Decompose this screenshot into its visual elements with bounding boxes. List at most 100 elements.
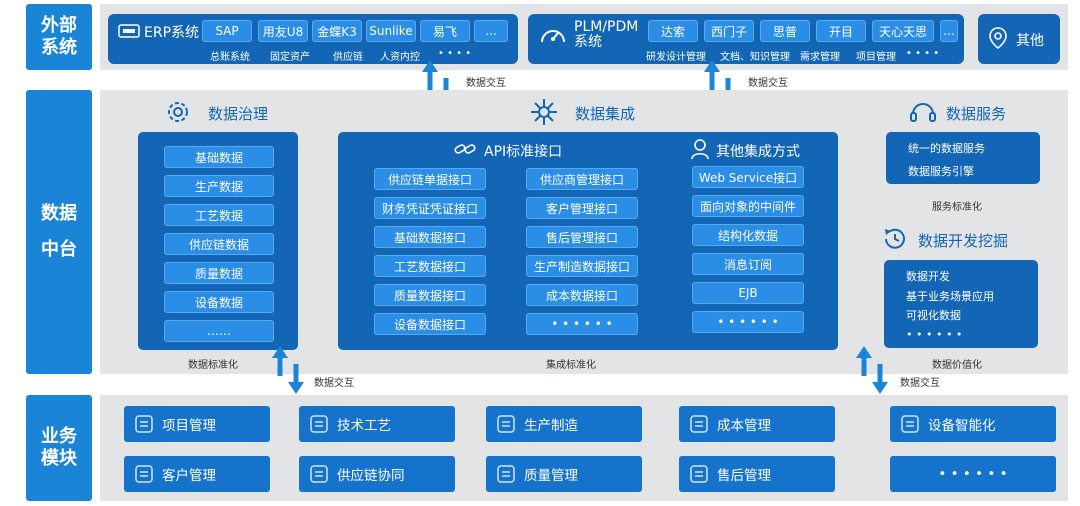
governance-item-6[interactable]: …… (164, 320, 274, 342)
mining-item-3: • • • • • • (906, 328, 963, 341)
computer-icon (118, 24, 140, 38)
erp-title: ERP系统 (144, 25, 200, 41)
history-clock-icon (885, 228, 905, 249)
erp-sub-0: 总账系统 (210, 52, 250, 63)
people-icon (134, 464, 162, 484)
module-row2-1[interactable]: 供应链协同 (299, 456, 455, 492)
module-row2-3[interactable]: 售后管理 (679, 456, 835, 492)
plm-chip-4[interactable]: 天心天思 (872, 20, 934, 42)
api-left-item-4[interactable]: 质量数据接口 (374, 284, 486, 306)
governance-item-1[interactable]: 生产数据 (164, 175, 274, 197)
other-integration-item-0[interactable]: Web Service接口 (692, 166, 804, 188)
api-left-item-2[interactable]: 基础数据接口 (374, 226, 486, 248)
exchange-label-4: 数据交互 (900, 378, 940, 389)
plm-sub-4: • • • • (906, 48, 940, 59)
mining-item-2: 可视化数据 (906, 309, 961, 322)
clipboard-icon (689, 464, 717, 484)
location-pin-icon (989, 27, 1007, 50)
module-row1-4[interactable]: 设备智能化 (890, 406, 1056, 442)
module-label: 项目管理 (162, 418, 216, 434)
tools-icon (309, 414, 337, 434)
mining-title: 数据开发挖掘 (918, 232, 1009, 250)
erp-sub-1: 固定资产 (270, 52, 310, 63)
plm-chip-5[interactable]: ... (940, 20, 958, 42)
other-label: 其他 (1016, 33, 1044, 49)
module-label: 质量管理 (524, 468, 578, 484)
governance-item-3[interactable]: 供应链数据 (164, 233, 274, 255)
plm-sub-0: 研发设计管理 (646, 52, 706, 63)
service-item-1: 数据服务引擎 (908, 165, 974, 178)
module-label: 供应链协同 (337, 468, 405, 484)
other-integration-item-5[interactable]: • • • • • • (692, 311, 804, 333)
governance-item-2[interactable]: 工艺数据 (164, 204, 274, 226)
module-row1-3[interactable]: 成本管理 (679, 406, 835, 442)
api-right-item-3[interactable]: 生产制造数据接口 (526, 255, 638, 277)
api-right-item-4[interactable]: 成本数据接口 (526, 284, 638, 306)
service-item-0: 统一的数据服务 (908, 142, 985, 155)
plm-chip-1[interactable]: 西门子 (704, 20, 754, 42)
module-label: 设备智能化 (928, 418, 996, 434)
device-icon (900, 414, 928, 434)
headset-icon (910, 103, 936, 122)
governance-item-4[interactable]: 质量数据 (164, 262, 274, 284)
plm-title: PLM/PDM 系统 (574, 19, 639, 51)
mining-panel (884, 260, 1038, 348)
erp-chip-3[interactable]: Sunlike (366, 20, 416, 42)
list-icon (134, 414, 162, 434)
module-row2-0[interactable]: 客户管理 (124, 456, 270, 492)
chart-icon (689, 414, 717, 434)
exchange-label-3: 数据交互 (314, 378, 354, 389)
atom-icon (309, 464, 337, 484)
governance-caption: 数据标准化 (188, 360, 238, 371)
module-label: 成本管理 (717, 418, 771, 434)
row-label-platform: 数据 中台 (26, 90, 92, 374)
api-title: API标准接口 (484, 144, 563, 160)
user-icon (691, 139, 709, 160)
module-label: 售后管理 (717, 468, 771, 484)
exchange-arrows-right-bottom (856, 346, 888, 394)
erp-chip-2[interactable]: 金蝶K3 (312, 20, 362, 42)
module-row2-2[interactable]: 质量管理 (486, 456, 642, 492)
api-right-item-5[interactable]: • • • • • • (526, 313, 638, 335)
api-right-item-0[interactable]: 供应商管理接口 (526, 168, 638, 190)
erp-chip-0[interactable]: SAP (202, 20, 252, 42)
erp-chip-4[interactable]: 易飞 (420, 20, 470, 42)
module-label: 生产制造 (524, 418, 578, 434)
other-integration-item-2[interactable]: 结构化数据 (692, 224, 804, 246)
erp-sub-3: 人资内控 (380, 52, 420, 63)
plm-chip-3[interactable]: 开目 (816, 20, 866, 42)
api-left-item-3[interactable]: 工艺数据接口 (374, 255, 486, 277)
api-right-item-2[interactable]: 售后管理接口 (526, 226, 638, 248)
service-caption: 服务标准化 (932, 202, 982, 213)
erp-chip-1[interactable]: 用友U8 (258, 20, 308, 42)
module-row1-0[interactable]: 项目管理 (124, 406, 270, 442)
api-right-item-1[interactable]: 客户管理接口 (526, 197, 638, 219)
erp-sub-4: • • • • (438, 48, 472, 59)
gears-icon (496, 414, 524, 434)
other-integration-item-4[interactable]: EJB (692, 282, 804, 304)
other-integration-item-3[interactable]: 消息订阅 (692, 253, 804, 275)
other-integration-item-1[interactable]: 面向对象的中间件 (692, 195, 804, 217)
api-left-item-0[interactable]: 供应链单据接口 (374, 168, 486, 190)
api-left-item-1[interactable]: 财务凭证凭证接口 (374, 197, 486, 219)
governance-title: 数据治理 (208, 105, 269, 123)
governance-item-0[interactable]: 基础数据 (164, 146, 274, 168)
module-row1-1[interactable]: 技术工艺 (299, 406, 455, 442)
module-row1-2[interactable]: 生产制造 (486, 406, 642, 442)
plm-chip-0[interactable]: 达索 (648, 20, 698, 42)
exchange-label-2: 数据交互 (748, 78, 788, 89)
mining-item-0: 数据开发 (906, 270, 950, 283)
service-panel (886, 132, 1040, 184)
integration-caption: 集成标准化 (546, 360, 596, 371)
exchange-label-1: 数据交互 (466, 78, 506, 89)
module-label: • • • • • • (938, 466, 1008, 482)
mining-caption: 数据价值化 (932, 360, 982, 371)
governance-item-5[interactable]: 设备数据 (164, 291, 274, 313)
module-label: 技术工艺 (337, 418, 391, 434)
plm-chip-2[interactable]: 思普 (760, 20, 810, 42)
api-left-item-5[interactable]: 设备数据接口 (374, 313, 486, 335)
other-panel (978, 14, 1060, 64)
module-row2-4[interactable]: • • • • • • (890, 456, 1056, 492)
erp-chip-5[interactable]: ... (474, 20, 508, 42)
quality-shield-icon (496, 464, 524, 484)
